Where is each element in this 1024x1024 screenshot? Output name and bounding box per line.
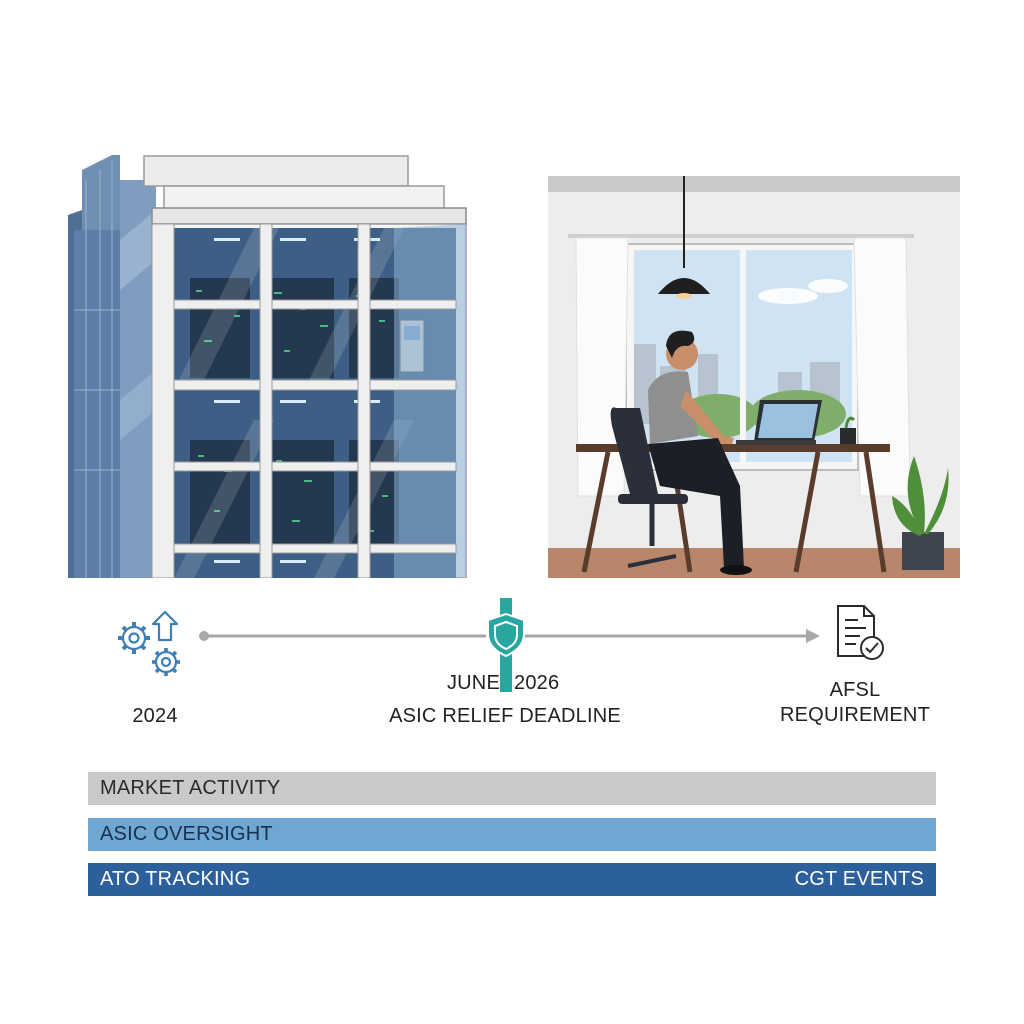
ato-tracking-bar: ATO TRACKING CGT EVENTS [88, 863, 936, 896]
deadline-month-label: JUNE [446, 672, 500, 694]
timeline-start-dot [199, 631, 209, 641]
timeline-arrowhead [806, 629, 820, 643]
cgt-events-label: CGT EVENTS [794, 868, 924, 890]
asic-oversight-bar: ASIC OVERSIGHT [88, 818, 936, 851]
market-activity-bar: MARKET ACTIVITY [88, 772, 936, 805]
gears-upload-icon [118, 610, 180, 676]
timeline [118, 598, 884, 692]
ato-tracking-label: ATO TRACKING [100, 868, 251, 890]
document-check-icon [837, 605, 884, 660]
market-activity-label: MARKET ACTIVITY [100, 777, 281, 799]
timeline-start-label: 2024 [132, 705, 178, 727]
timeline-end-label-line1: AFSL [829, 679, 881, 701]
asic-oversight-label: ASIC OVERSIGHT [100, 823, 273, 845]
datacenter-building-illustration [68, 155, 467, 578]
shield-icon [487, 612, 525, 658]
home-office-illustration [548, 176, 960, 578]
timeline-end-label-line2: REQUIREMENT [780, 704, 930, 726]
deadline-year-label: 2026 [514, 672, 560, 694]
deadline-caption: ASIC RELIEF DEADLINE [389, 705, 621, 727]
